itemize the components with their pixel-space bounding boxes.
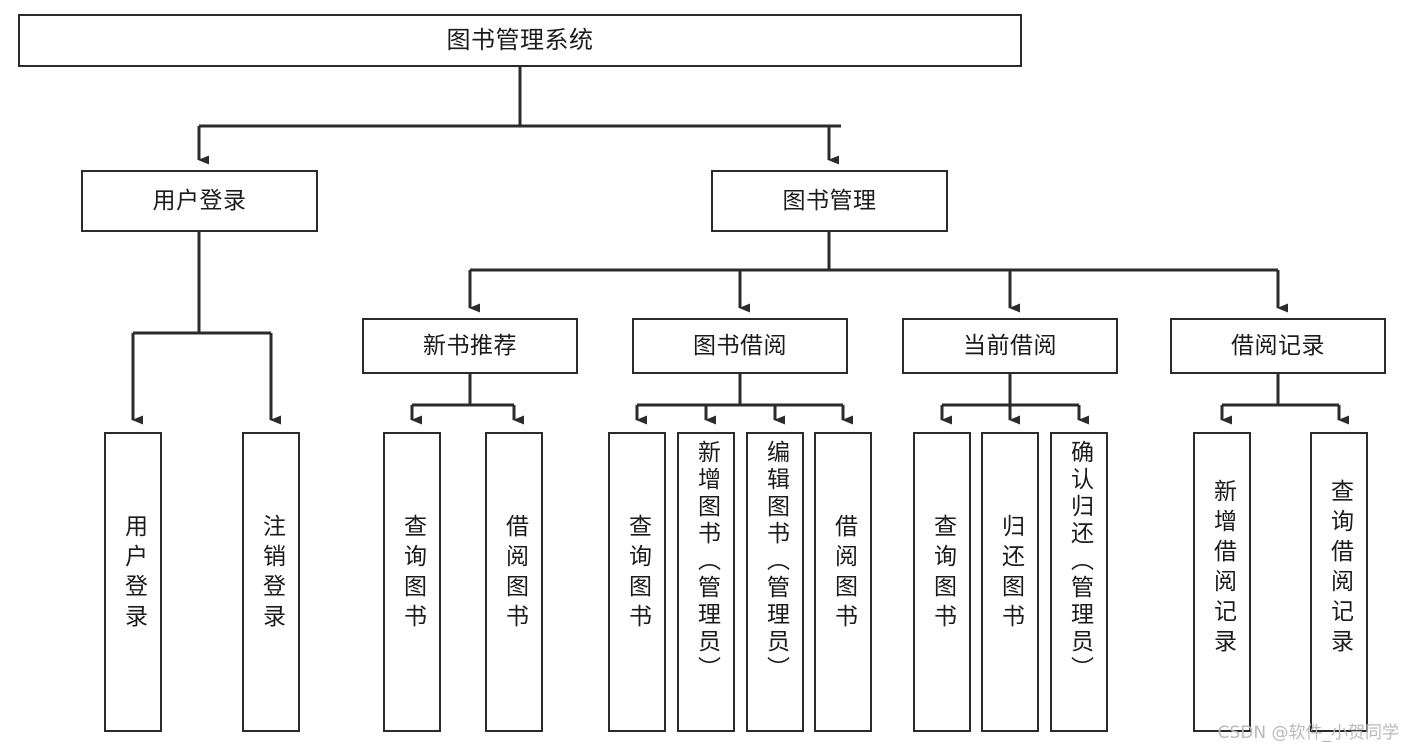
node-current-borrow[interactable]: 当前借阅 <box>902 318 1118 374</box>
node-book-borrow[interactable]: 图书借阅 <box>632 318 848 374</box>
node-label: 查询借阅记录 <box>1326 479 1353 659</box>
node-label: 用户登录 <box>120 514 147 634</box>
node-label: 借阅图书 <box>501 514 528 634</box>
leaf-confirm-return-admin[interactable]: 确认归还（管理员） <box>1050 432 1108 732</box>
leaf-query-book-current[interactable]: 查询图书 <box>913 432 971 732</box>
node-label: 图书管理 <box>782 187 877 214</box>
node-label: 新书推荐 <box>423 332 517 359</box>
node-label: 查询图书 <box>929 514 956 634</box>
node-label: 编辑图书（管理员） <box>762 440 789 683</box>
node-label: 归还图书 <box>997 514 1024 634</box>
node-root-system[interactable]: 图书管理系统 <box>18 14 1022 67</box>
watermark-text: CSDN @软件_小贺同学 <box>1217 723 1399 743</box>
leaf-add-borrow-record[interactable]: 新增借阅记录 <box>1193 432 1251 732</box>
leaf-borrow-book[interactable]: 借阅图书 <box>814 432 872 732</box>
node-user-login[interactable]: 用户登录 <box>81 170 318 232</box>
leaf-query-borrow-record[interactable]: 查询借阅记录 <box>1310 432 1368 732</box>
leaf-add-book-admin[interactable]: 新增图书（管理员） <box>677 432 735 732</box>
node-label: 图书管理系统 <box>446 25 594 54</box>
node-new-book-recommend[interactable]: 新书推荐 <box>362 318 578 374</box>
leaf-return-book[interactable]: 归还图书 <box>981 432 1039 732</box>
node-label: 确认归还（管理员） <box>1066 440 1093 683</box>
node-borrow-records[interactable]: 借阅记录 <box>1170 318 1386 374</box>
node-label: 新增图书（管理员） <box>693 440 720 683</box>
node-book-management[interactable]: 图书管理 <box>711 170 948 232</box>
node-label: 查询图书 <box>624 514 651 634</box>
node-label: 借阅记录 <box>1231 332 1325 359</box>
node-label: 借阅图书 <box>830 514 857 634</box>
node-label: 当前借阅 <box>963 332 1057 359</box>
node-label: 图书借阅 <box>693 332 787 359</box>
leaf-query-book-borrow[interactable]: 查询图书 <box>608 432 666 732</box>
leaf-query-book-recommend[interactable]: 查询图书 <box>383 432 441 732</box>
leaf-borrow-book-recommend[interactable]: 借阅图书 <box>485 432 543 732</box>
node-label: 用户登录 <box>152 187 247 214</box>
leaf-logout[interactable]: 注销登录 <box>242 432 300 732</box>
node-label: 新增借阅记录 <box>1209 479 1236 659</box>
node-label: 注销登录 <box>258 514 285 634</box>
leaf-user-login[interactable]: 用户登录 <box>104 432 162 732</box>
node-label: 查询图书 <box>399 514 426 634</box>
leaf-edit-book-admin[interactable]: 编辑图书（管理员） <box>746 432 804 732</box>
